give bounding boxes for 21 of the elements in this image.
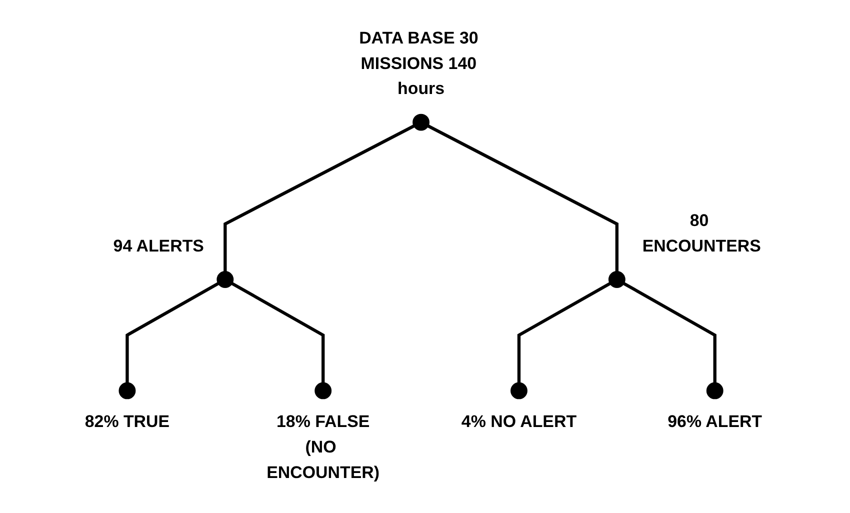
node-circle — [510, 382, 528, 400]
node-label: (NO ENCOUNTER) — [266, 438, 380, 482]
connector — [231, 282, 325, 383]
connector — [224, 124, 415, 272]
connector — [427, 124, 618, 272]
node-circle — [216, 271, 234, 288]
node-label: 18% FALSE — [276, 413, 370, 432]
node-label: DATA BASE 30 MISSIONS 140 hours — [359, 30, 478, 98]
connector — [517, 282, 611, 383]
node-circle — [314, 382, 332, 400]
node-circle — [706, 382, 724, 400]
node-circle — [608, 271, 626, 288]
node-label: 82% TRUE — [84, 413, 170, 432]
connector — [126, 282, 220, 383]
node-circle — [412, 114, 430, 131]
connector — [623, 282, 716, 383]
node-label: 96% ALERT — [668, 413, 762, 432]
node-label: 4% NO ALERT — [461, 413, 577, 432]
node-label: 80 ENCOUNTERS — [642, 212, 761, 256]
node-label: 94 ALERTS — [113, 238, 204, 256]
node-circle — [118, 382, 136, 400]
